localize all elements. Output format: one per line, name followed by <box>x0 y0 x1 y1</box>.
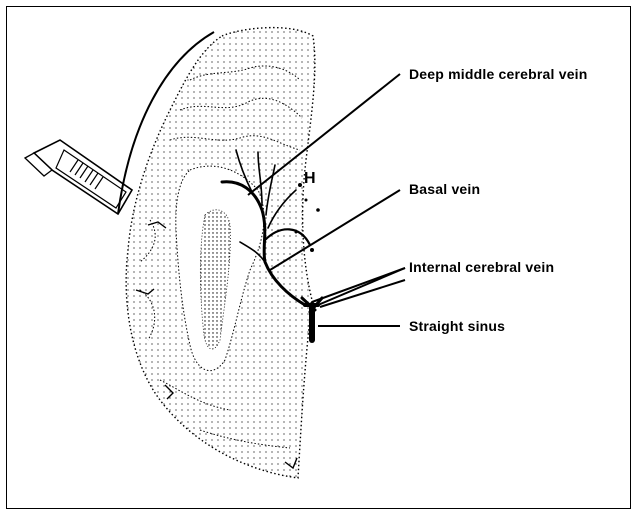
marker-h: H <box>304 170 316 188</box>
label-internal-cerebral-vein: Internal cerebral vein <box>409 259 554 275</box>
label-straight-sinus: Straight sinus <box>409 318 505 334</box>
ultrasound-probe <box>25 140 132 214</box>
label-basal-vein: Basal vein <box>409 181 480 197</box>
label-deep-middle-cerebral-vein: Deep middle cerebral vein <box>409 66 588 82</box>
